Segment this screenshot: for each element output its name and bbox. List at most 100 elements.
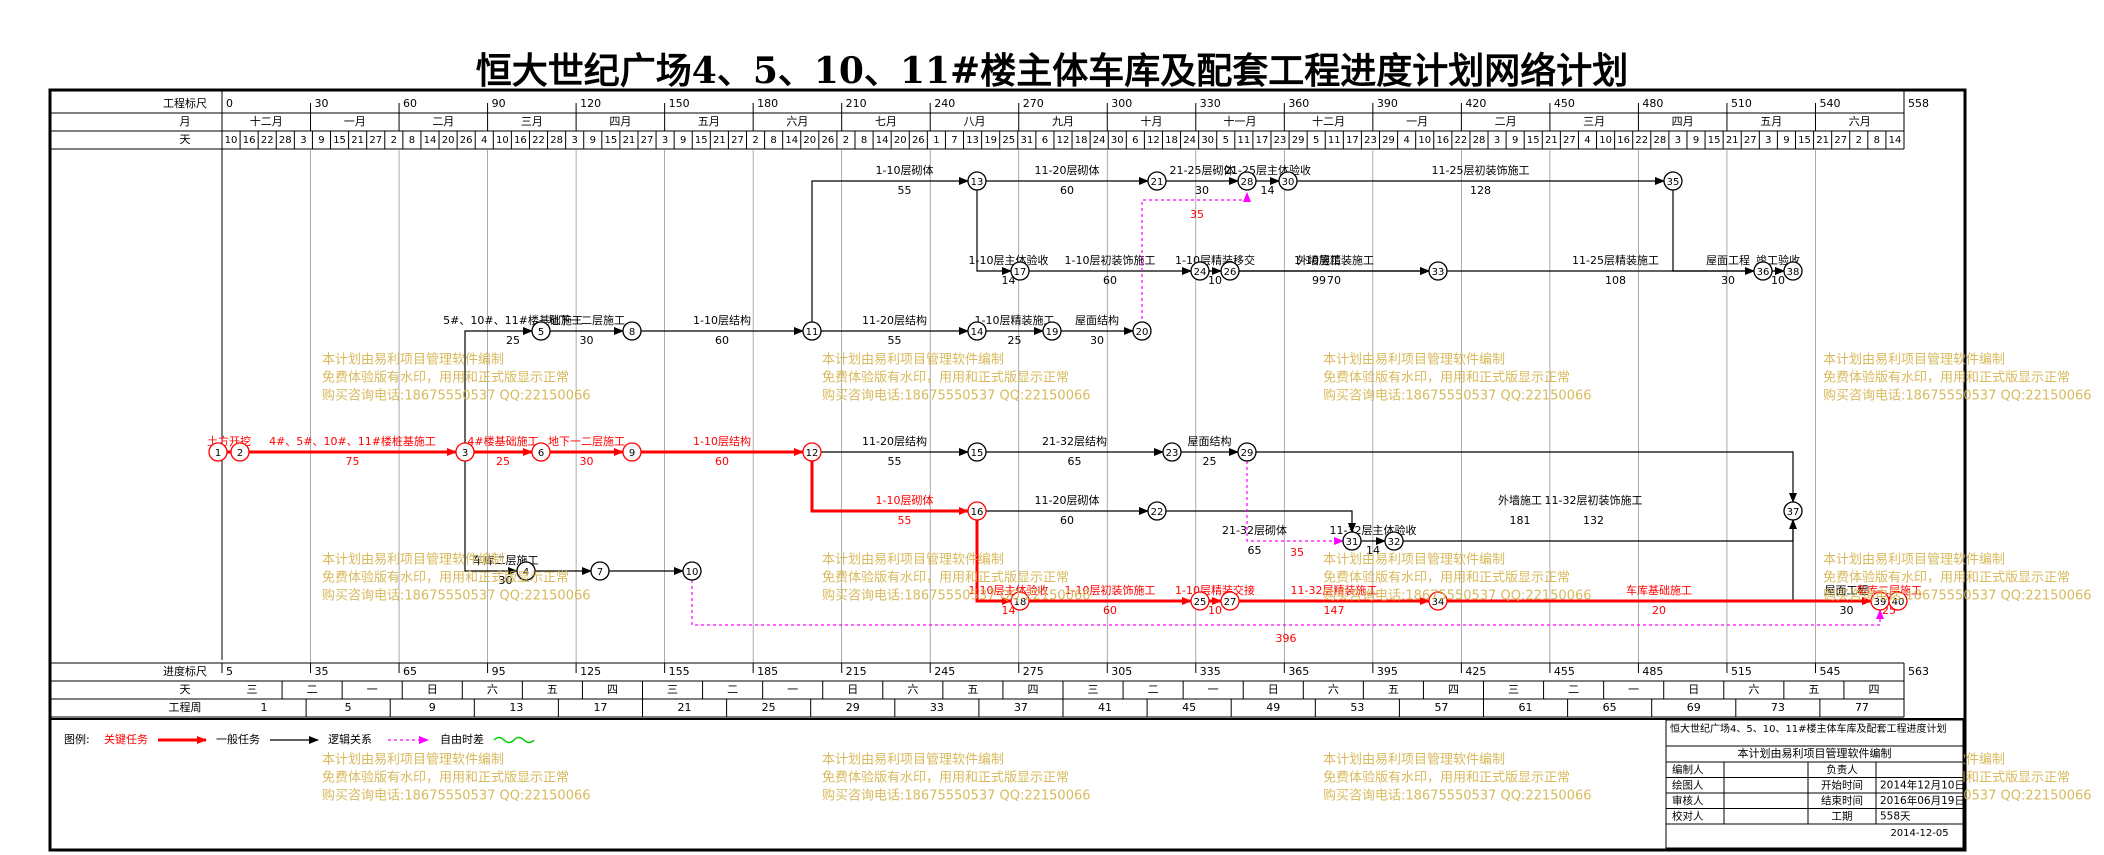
activity-duration: 60: [1103, 604, 1117, 617]
day-label: 29: [1292, 135, 1305, 146]
event-node: [1384, 531, 1404, 551]
day-label: 9: [680, 135, 686, 146]
activity-name: 1-10层初装饰施工: [1065, 583, 1156, 597]
activity-duration: 99: [1312, 274, 1326, 287]
month-label: 一月: [1406, 115, 1428, 128]
info-key: 编制人: [1672, 763, 1704, 776]
weekday-label: 二: [1568, 683, 1579, 696]
day-label: 16: [514, 135, 527, 146]
watermark-text: 本计划由易利项目管理软件编制: [1323, 353, 1505, 368]
event-node-number: 34: [1432, 597, 1445, 608]
day-label: 21: [713, 135, 726, 146]
day-label: 6: [1132, 135, 1138, 146]
activity-duration: 25: [1203, 455, 1217, 468]
watermark-text: 购买咨询电话:18675550537 QQ:22150066: [1323, 788, 1592, 804]
info-key: 绘图人: [1672, 778, 1704, 791]
day-label: 27: [641, 135, 654, 146]
week-label: 57: [1434, 701, 1448, 714]
day-label: 3: [571, 135, 577, 146]
day-label: 8: [1874, 135, 1880, 146]
ruler-value: 210: [846, 97, 867, 110]
activity-duration: 10: [1771, 274, 1785, 287]
activity-duration: 30: [580, 334, 594, 347]
watermark-text: 免费体验版有水印，用用和正式版显示正常: [822, 770, 1069, 786]
day-label: 29: [1382, 135, 1395, 146]
weekday-label: 日: [427, 683, 438, 696]
event-node-number: 7: [597, 567, 603, 578]
ruler-value: 275: [1023, 665, 1044, 678]
event-node: [1147, 171, 1167, 191]
watermark-text: 免费体验版有水印，用用和正式版显示正常: [322, 570, 569, 586]
day-label: 22: [1635, 135, 1648, 146]
day-label: 27: [1834, 135, 1847, 146]
activity-name: 外墙施工: [1498, 493, 1542, 507]
weekday-label: 三: [247, 683, 258, 696]
event-node-number: 1: [215, 448, 221, 459]
event-node-number: 16: [971, 507, 984, 518]
month-label: 二月: [1495, 115, 1517, 128]
activity-name: 1-10层砌体: [876, 163, 934, 177]
day-label: 3: [662, 135, 668, 146]
event-node: [1663, 171, 1683, 191]
watermark-text: 购买咨询电话:18675550537 QQ:22150066: [1323, 588, 1592, 604]
watermark-text: 免费体验版有水印，用用和正式版显示正常: [1823, 570, 2070, 586]
event-node: [455, 442, 475, 462]
weekday-label: 四: [1448, 683, 1459, 696]
day-label: 13: [966, 135, 979, 146]
weekday-label: 一: [1628, 683, 1639, 696]
ruler-value: 35: [315, 665, 329, 678]
month-label: 九月: [1052, 115, 1074, 128]
week-label: 1: [261, 701, 268, 714]
week-label: 49: [1266, 701, 1280, 714]
activity-arrow: [464, 327, 533, 443]
week-label: 45: [1182, 701, 1196, 714]
top-ruler-label: 工程标尺: [163, 96, 207, 110]
event-node: [1190, 261, 1210, 281]
info-value: 2014年12月10日: [1880, 778, 1965, 791]
day-label: 18: [1165, 135, 1178, 146]
day-label: 2: [843, 135, 849, 146]
bottom-week-label: 工程周: [169, 701, 202, 714]
event-node-number: 10: [686, 567, 699, 578]
ruler-value: 150: [669, 97, 690, 110]
day-label: 15: [695, 135, 708, 146]
legend-float-label: 自由时差: [440, 732, 484, 746]
day-label: 25: [1002, 135, 1015, 146]
activity-duration: 25: [506, 334, 520, 347]
activity-duration: 30: [580, 455, 594, 468]
activity-name: 21-32层结构: [1042, 434, 1107, 448]
day-label: 15: [1527, 135, 1540, 146]
day-label: 7: [951, 135, 957, 146]
activity-name: 21-25层砌体: [1170, 163, 1235, 177]
ruler-value: 540: [1819, 97, 1840, 110]
day-label: 5: [1223, 135, 1229, 146]
ruler-value: 563: [1908, 665, 1929, 678]
weekday-label: 一: [787, 683, 798, 696]
month-label: 一月: [344, 115, 366, 128]
info-value: 2016年06月19日: [1880, 794, 1965, 807]
day-label: 15: [333, 135, 346, 146]
event-node: [1010, 261, 1030, 281]
day-label: 16: [1436, 135, 1449, 146]
watermark-text: 购买咨询电话:18675550537 QQ:22150066: [822, 788, 1091, 804]
day-label: 17: [1346, 135, 1359, 146]
day-label: 24: [1183, 135, 1196, 146]
event-node: [967, 171, 987, 191]
ruler-value: 480: [1642, 97, 1663, 110]
watermark-text: 购买咨询电话:18675550537 QQ:22150066: [1823, 588, 2092, 604]
watermark-text: 购买咨询电话:18675550537 QQ:22150066: [822, 388, 1091, 404]
activity-duration: 147: [1324, 604, 1345, 617]
day-label: 10: [1599, 135, 1612, 146]
activity-duration: 55: [888, 455, 902, 468]
activity-duration: 60: [1060, 184, 1074, 197]
ruler-value: 365: [1288, 665, 1309, 678]
legend-label: 图例:: [64, 732, 90, 746]
activity-name: 1-10层精装施工: [975, 314, 1055, 327]
watermark-text: 本计划由易利项目管理软件编制: [822, 753, 1004, 768]
day-label: 30: [1111, 135, 1124, 146]
ruler-value: 245: [934, 665, 955, 678]
float-value: 35: [1190, 208, 1204, 221]
day-label: 6: [1042, 135, 1048, 146]
activity-name: 屋面工程: [1825, 584, 1869, 597]
activity-duration: 108: [1605, 274, 1626, 287]
